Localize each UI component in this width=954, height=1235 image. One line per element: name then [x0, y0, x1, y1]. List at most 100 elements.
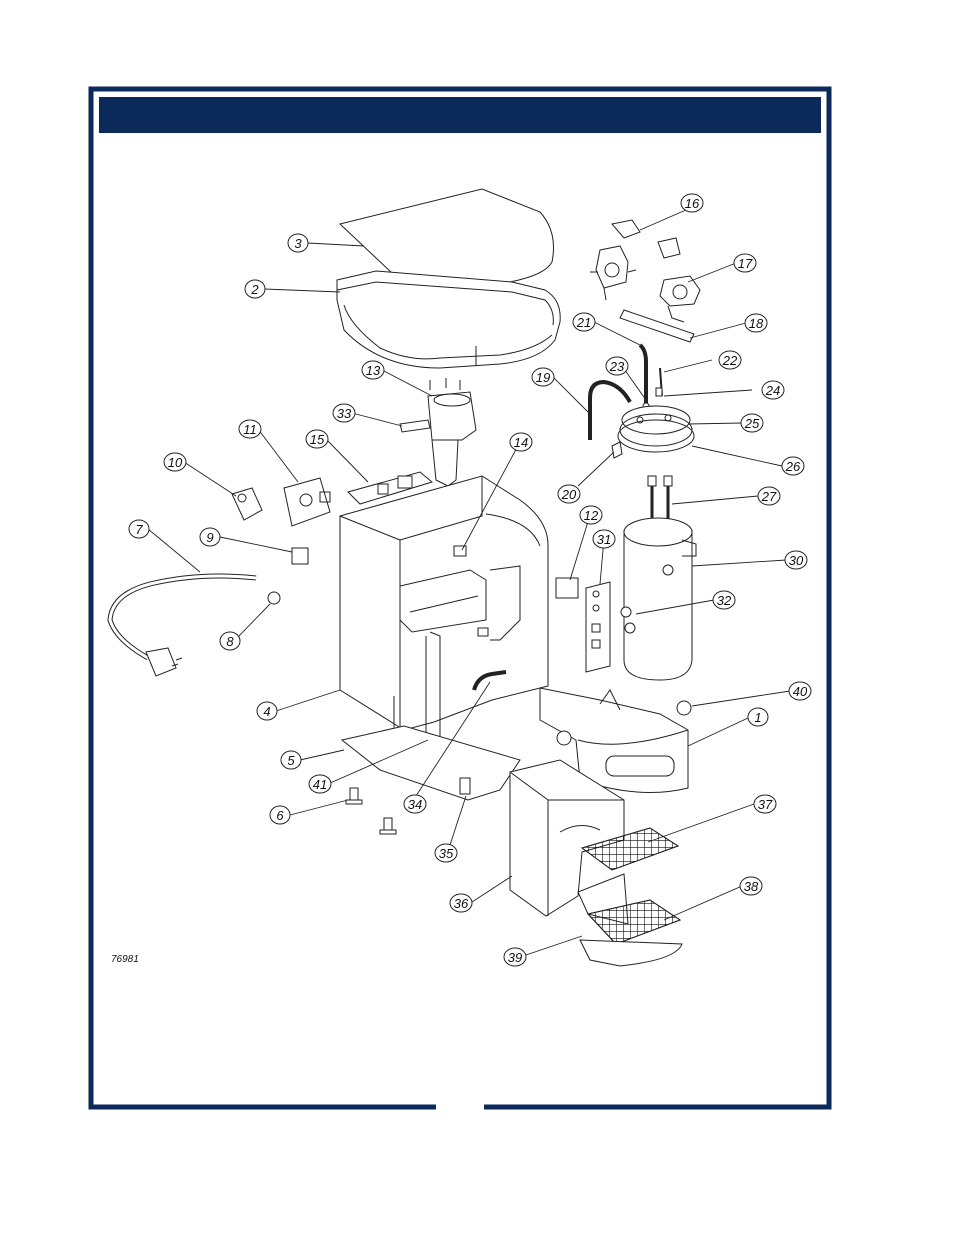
- leveling-feet: [346, 788, 396, 834]
- callout-1: 1: [748, 708, 768, 726]
- fill-tube: [640, 345, 646, 406]
- callout-40: 40: [789, 682, 811, 700]
- svg-text:4: 4: [263, 704, 270, 719]
- svg-text:3: 3: [294, 236, 302, 251]
- vent-tube: [590, 382, 630, 440]
- relay: [292, 548, 308, 564]
- callout-3: 3: [288, 234, 308, 252]
- callout-39: 39: [504, 948, 526, 966]
- svg-text:23: 23: [609, 359, 625, 374]
- svg-text:41: 41: [313, 777, 327, 792]
- svg-text:18: 18: [749, 316, 764, 331]
- svg-text:32: 32: [717, 593, 732, 608]
- svg-text:19: 19: [536, 370, 550, 385]
- valve-assembly: [590, 220, 700, 342]
- callout-27: 27: [758, 487, 780, 505]
- callout-15: 15: [306, 430, 328, 448]
- drip-tray: [578, 874, 682, 966]
- indicator-light: [677, 701, 691, 715]
- callout-6: 6: [270, 806, 290, 824]
- callout-35: 35: [435, 844, 457, 862]
- svg-text:8: 8: [226, 634, 234, 649]
- svg-text:40: 40: [793, 684, 808, 699]
- callout-41: 41: [309, 775, 331, 793]
- callout-33: 33: [333, 404, 355, 422]
- svg-text:27: 27: [761, 489, 777, 504]
- svg-text:1: 1: [754, 710, 761, 725]
- svg-text:36: 36: [454, 896, 469, 911]
- callout-10: 10: [164, 453, 186, 471]
- callout-19: 19: [532, 368, 554, 386]
- svg-text:2: 2: [250, 282, 259, 297]
- callout-4: 4: [257, 702, 277, 720]
- svg-text:34: 34: [408, 797, 422, 812]
- callout-14: 14: [510, 433, 532, 451]
- callout-12: 12: [580, 506, 602, 524]
- callout-30: 30: [785, 551, 807, 569]
- svg-text:5: 5: [287, 753, 295, 768]
- fitting: [612, 442, 622, 458]
- callout-20: 20: [558, 485, 580, 503]
- pump-assembly: [400, 378, 476, 486]
- svg-text:13: 13: [366, 363, 381, 378]
- callout-23: 23: [606, 357, 628, 375]
- svg-text:33: 33: [337, 406, 352, 421]
- callout-13: 13: [362, 361, 384, 379]
- svg-text:25: 25: [744, 416, 760, 431]
- callout-31: 31: [593, 530, 615, 548]
- callout-7: 7: [129, 520, 149, 538]
- power-cord: [110, 576, 256, 676]
- svg-text:12: 12: [584, 508, 599, 523]
- callout-5: 5: [281, 751, 301, 769]
- callout-25: 25: [741, 414, 763, 432]
- svg-text:9: 9: [206, 530, 213, 545]
- power-relay: [556, 578, 578, 598]
- callout-22: 22: [719, 351, 741, 369]
- callout-24: 24: [762, 381, 784, 399]
- svg-text:38: 38: [744, 879, 759, 894]
- callout-26: 26: [782, 457, 804, 475]
- svg-text:17: 17: [738, 256, 753, 271]
- svg-text:24: 24: [765, 383, 780, 398]
- callout-17: 17: [734, 254, 756, 272]
- rocker-switch: [232, 488, 262, 520]
- svg-text:20: 20: [561, 487, 577, 502]
- main-housing: [340, 476, 548, 752]
- water-tank: [624, 518, 696, 680]
- svg-text:39: 39: [508, 950, 522, 965]
- svg-text:21: 21: [576, 315, 591, 330]
- sensor: [460, 778, 470, 794]
- callout-34: 34: [404, 795, 426, 813]
- callout-37: 37: [754, 795, 776, 813]
- svg-text:10: 10: [168, 455, 183, 470]
- callout-16: 16: [681, 194, 703, 212]
- svg-text:7: 7: [135, 522, 143, 537]
- svg-text:31: 31: [597, 532, 611, 547]
- svg-text:30: 30: [789, 553, 804, 568]
- callout-36: 36: [450, 894, 472, 912]
- callout-21: 21: [573, 313, 595, 331]
- svg-text:37: 37: [758, 797, 773, 812]
- callout-2: 2: [245, 280, 265, 298]
- part-drawings: [110, 189, 700, 966]
- top-frame-ring: [337, 271, 560, 368]
- svg-text:11: 11: [243, 422, 257, 437]
- svg-text:15: 15: [310, 432, 325, 447]
- svg-text:26: 26: [785, 459, 801, 474]
- svg-text:35: 35: [439, 846, 454, 861]
- switch-bracket: [284, 478, 330, 526]
- callout-9: 9: [200, 528, 220, 546]
- svg-text:22: 22: [722, 353, 738, 368]
- svg-text:16: 16: [685, 196, 700, 211]
- tank-lid: [618, 406, 694, 452]
- callout-8: 8: [220, 632, 240, 650]
- float-switch: [454, 546, 466, 556]
- callout-38: 38: [740, 877, 762, 895]
- svg-text:14: 14: [514, 435, 528, 450]
- grommet: [268, 592, 280, 604]
- title-bar: [99, 97, 821, 133]
- callout-32: 32: [713, 591, 735, 609]
- callout-11: 11: [239, 420, 261, 438]
- control-panel: [586, 582, 610, 672]
- callout-18: 18: [745, 314, 767, 332]
